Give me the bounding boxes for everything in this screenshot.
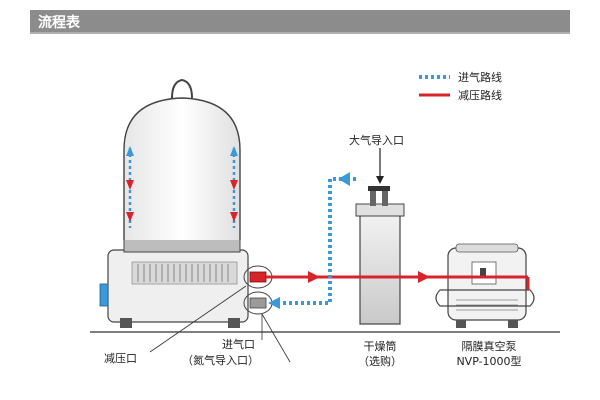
decompression-port-label: 减压口 xyxy=(104,352,137,365)
vacuum-route-line xyxy=(266,271,530,290)
intake-port-fitting xyxy=(249,297,267,309)
legend-intake-label: 进气路线 xyxy=(458,71,502,84)
base-foot-right xyxy=(228,318,240,328)
legend-vacuum-label: 减压路线 xyxy=(458,89,502,102)
intake-route-line xyxy=(268,172,356,309)
intake-port-label: 进气口 xyxy=(222,338,255,351)
drying-tube-label: 干燥筒 xyxy=(363,340,397,353)
nitrogen-inlet-label: （氮气导入口） xyxy=(182,354,259,367)
atmosphere-inlet-label: 大气导入口 xyxy=(349,134,404,147)
decompression-port-fitting xyxy=(249,271,267,283)
vacuum-pump xyxy=(435,243,535,328)
base-vent-panel xyxy=(131,261,238,285)
base-foot-left xyxy=(120,318,132,328)
header-divider xyxy=(30,32,570,34)
drying-tube-note: （选购） xyxy=(358,355,402,368)
drying-tube xyxy=(355,186,405,325)
section-header: 流程表 xyxy=(30,10,570,32)
pump-model-label: NVP-1000型 xyxy=(456,355,522,368)
pump-name-label: 隔膜真空泵 xyxy=(461,340,517,353)
side-knob xyxy=(99,283,109,307)
bell-jar xyxy=(123,78,241,240)
jar-handle xyxy=(171,78,193,99)
desiccator-unit xyxy=(99,227,249,328)
legend xyxy=(419,75,450,97)
desiccator-base xyxy=(107,249,249,323)
chamber-plate xyxy=(123,237,241,253)
section-title: 流程表 xyxy=(38,15,80,31)
